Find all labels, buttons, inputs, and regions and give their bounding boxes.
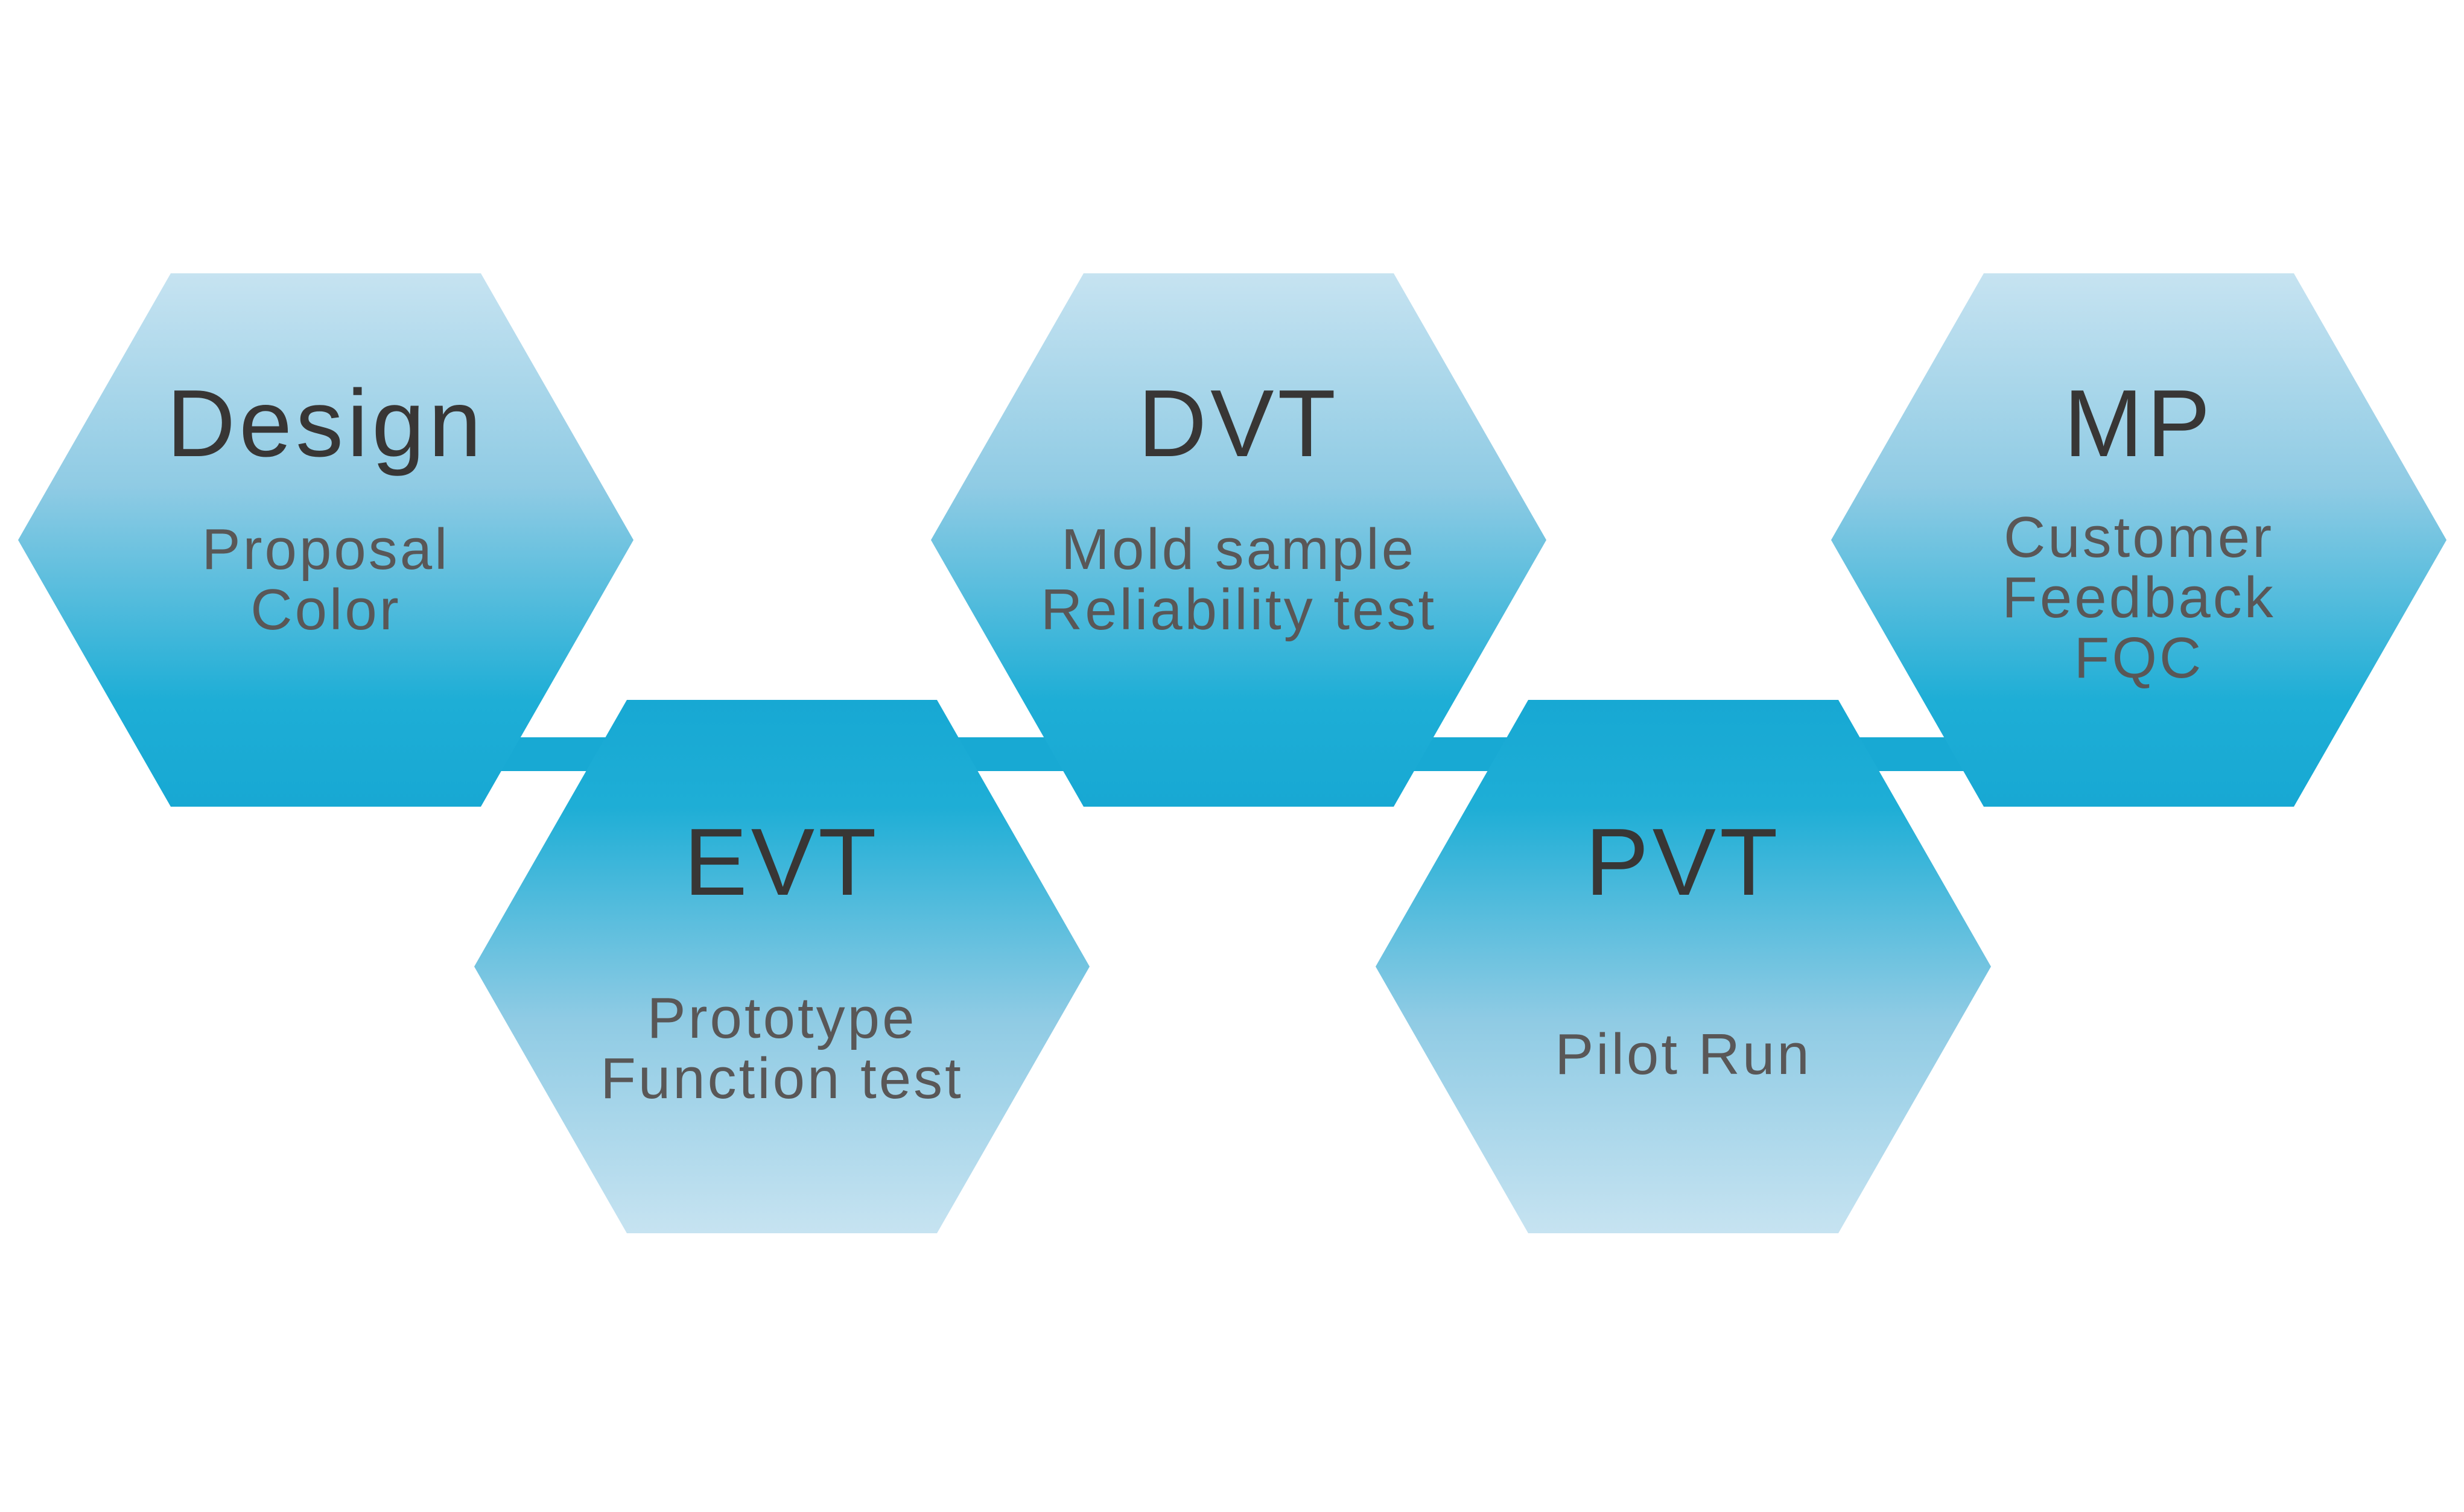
hexagon-design — [18, 273, 633, 807]
hexagon-pvt — [1376, 700, 1991, 1233]
hexagon-dvt — [931, 273, 1546, 807]
hexagon-mp — [1831, 273, 2447, 807]
hexagon-evt — [474, 700, 1090, 1233]
